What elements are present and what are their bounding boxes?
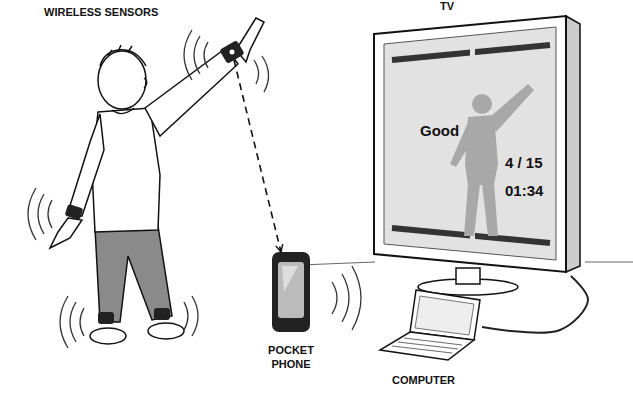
pointing-hand xyxy=(50,218,82,248)
feedback-text: Good xyxy=(420,122,470,141)
laptop-screen xyxy=(415,296,474,335)
wave-arc xyxy=(38,194,44,234)
wave-arc xyxy=(262,56,269,92)
keyboard-lines xyxy=(392,338,462,353)
ankle-sensor xyxy=(154,308,170,320)
floor-line xyxy=(300,262,375,265)
data-link-arrow xyxy=(234,60,281,252)
sensor-band xyxy=(219,40,244,64)
wave-arc xyxy=(204,42,208,68)
sensor-label: WIRELESS SENSORS xyxy=(44,6,219,20)
sensor-dot xyxy=(230,50,235,55)
ankle-sensor xyxy=(98,312,114,324)
phone-label: POCKET PHONE xyxy=(258,344,324,372)
tv-screen-outline xyxy=(370,14,585,276)
hair xyxy=(100,45,146,66)
laptop-lid xyxy=(410,290,480,340)
phone-screen xyxy=(278,262,304,318)
wrist-sensor xyxy=(65,204,84,220)
avatar-arm xyxy=(490,84,534,132)
computer-label: COMPUTER xyxy=(392,374,482,388)
wave-arc xyxy=(70,302,76,342)
laptop-outline xyxy=(378,288,482,362)
floor-line xyxy=(585,262,633,263)
laptop-base xyxy=(380,332,474,360)
collar xyxy=(112,108,134,114)
wave-arc xyxy=(332,282,337,314)
tv-display xyxy=(384,27,556,260)
head xyxy=(98,51,146,109)
wave-arc xyxy=(60,296,68,348)
phone-glare xyxy=(282,266,298,292)
ear xyxy=(144,78,147,88)
video-cable xyxy=(482,276,588,333)
avatar-leg xyxy=(482,182,498,236)
wave-arc xyxy=(254,60,259,84)
wrist-sensor-outline xyxy=(222,44,242,60)
wave-arc xyxy=(184,302,188,330)
wave-arc xyxy=(80,308,84,336)
tv-label: TV xyxy=(440,0,480,14)
trousers xyxy=(95,226,172,322)
tv-stand-neck xyxy=(456,268,480,284)
avatar-head xyxy=(472,94,492,114)
elapsed-time: 01:34 xyxy=(505,182,555,201)
wave-arc xyxy=(342,274,349,322)
wave-arc xyxy=(352,266,361,330)
pocket-phone: POCKET PHONE xyxy=(270,252,312,334)
shoe xyxy=(90,328,126,344)
pocket-phone-outline xyxy=(270,252,312,334)
tv-side xyxy=(566,16,580,272)
lowered-arm xyxy=(68,114,104,216)
bar-marker xyxy=(470,48,475,56)
wave-arc xyxy=(192,296,198,336)
wave-arc xyxy=(184,30,192,80)
wrist-sensor: WIRELESS SENSORS xyxy=(222,44,242,60)
phone-body xyxy=(272,252,310,332)
radio-waves xyxy=(28,30,361,348)
laptop: COMPUTER xyxy=(378,288,482,362)
wave-arc xyxy=(48,200,52,228)
wave-arc xyxy=(194,36,200,74)
shirt xyxy=(92,108,160,232)
avatar-leg xyxy=(464,184,480,236)
tv-screen: TVGood4 / 1501:34 xyxy=(370,14,585,276)
wave-arc xyxy=(28,188,36,240)
tv-bezel xyxy=(374,16,566,272)
shoe xyxy=(148,323,184,339)
raised-arm xyxy=(145,48,238,136)
progress-bar xyxy=(392,45,550,60)
repetition-count: 4 / 15 xyxy=(505,154,555,173)
